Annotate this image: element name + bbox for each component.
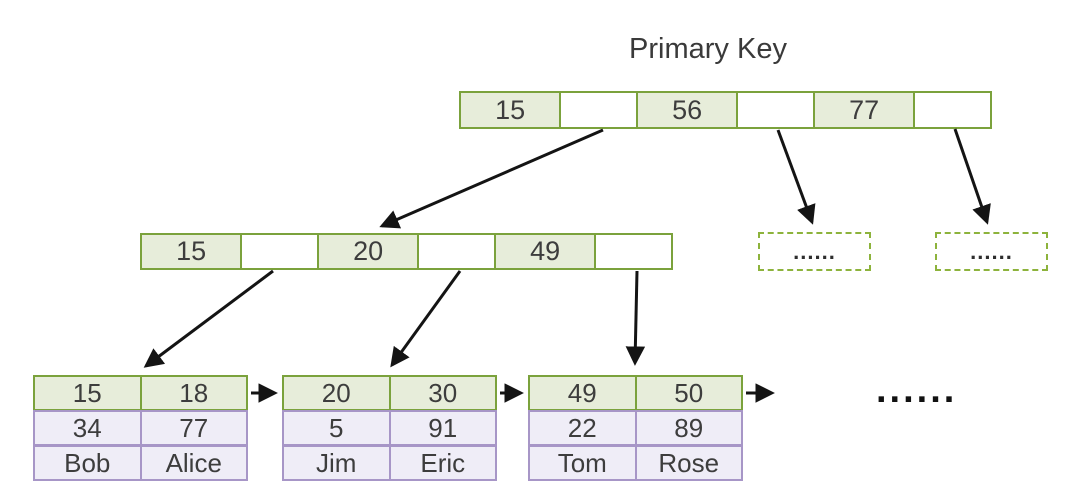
root-node: 15 56 77 xyxy=(459,91,992,129)
leaf-data-cell: 5 xyxy=(329,412,344,443)
leaf-node-3: 49 50 22 89 Tom Rose xyxy=(528,375,743,481)
leaf-key-cell: 49 xyxy=(567,377,597,408)
internal-pointer-cell xyxy=(417,235,494,268)
leaf-data-row: 5 91 xyxy=(282,410,497,446)
arrow-root-to-dashed-1 xyxy=(776,129,816,225)
leaf-node-2: 20 30 5 91 Jim Eric xyxy=(282,375,497,481)
leaf-node-1: 15 18 34 77 Bob Alice xyxy=(33,375,248,481)
leaf-data-cell: 22 xyxy=(567,412,597,443)
leaf-data-row: Bob Alice xyxy=(33,445,248,481)
leaf-key-row: 49 50 xyxy=(528,375,743,411)
leaf-data-row: Jim Eric xyxy=(282,445,497,481)
leaf-name-cell: Alice xyxy=(139,447,247,479)
leaf-name-cell: Jim xyxy=(316,447,357,478)
arrow-internal-to-leaf-2 xyxy=(390,270,462,368)
dashed-node-dots: ...... xyxy=(793,238,836,264)
leaf-key-cell: 30 xyxy=(388,377,496,409)
leaf-name-cell: Bob xyxy=(64,447,111,478)
arrow-internal-to-leaf-3 xyxy=(625,270,646,366)
internal-node: 15 20 49 xyxy=(140,233,673,270)
leaf-data-row: Tom Rose xyxy=(528,445,743,481)
dashed-node-dots: ...... xyxy=(970,238,1013,264)
root-key-cell: 77 xyxy=(813,93,914,127)
internal-key-cell: 15 xyxy=(142,235,241,268)
leaf-name-cell: Tom xyxy=(557,447,607,478)
internal-key-cell: 20 xyxy=(317,235,418,268)
leaf-key-row: 15 18 xyxy=(33,375,248,411)
leaf-key-cell: 50 xyxy=(634,377,742,409)
leaf-key-cell: 20 xyxy=(321,377,351,408)
leaf-key-row: 20 30 xyxy=(282,375,497,411)
leaf-data-cell: 91 xyxy=(388,412,496,444)
diagram-title: Primary Key xyxy=(629,33,787,65)
leaf-key-cell: 15 xyxy=(72,377,102,408)
leaf-data-cell: 34 xyxy=(72,412,102,443)
leaf-name-cell: Eric xyxy=(388,447,496,479)
leaf-name-cell: Rose xyxy=(634,447,742,479)
arrow-internal-to-leaf-1 xyxy=(143,269,274,368)
root-key-cell: 15 xyxy=(461,93,560,127)
arrow-root-to-dashed-2 xyxy=(953,128,991,225)
leaf-key-cell: 18 xyxy=(139,377,247,409)
root-pointer-cell xyxy=(913,93,990,127)
root-key-cell: 56 xyxy=(636,93,737,127)
internal-pointer-cell xyxy=(594,235,671,268)
dashed-placeholder-node: ...... xyxy=(758,232,871,271)
root-pointer-cell xyxy=(736,93,813,127)
leaf-data-cell: 89 xyxy=(634,412,742,444)
more-leaves-ellipsis: ...... xyxy=(876,369,958,411)
arrow-root-to-internal xyxy=(379,128,604,229)
internal-key-cell: 49 xyxy=(494,235,595,268)
leaf-data-row: 34 77 xyxy=(33,410,248,446)
internal-pointer-cell xyxy=(240,235,317,268)
leaf-data-cell: 77 xyxy=(139,412,247,444)
dashed-placeholder-node: ...... xyxy=(935,232,1048,271)
leaf-data-row: 22 89 xyxy=(528,410,743,446)
root-pointer-cell xyxy=(559,93,636,127)
